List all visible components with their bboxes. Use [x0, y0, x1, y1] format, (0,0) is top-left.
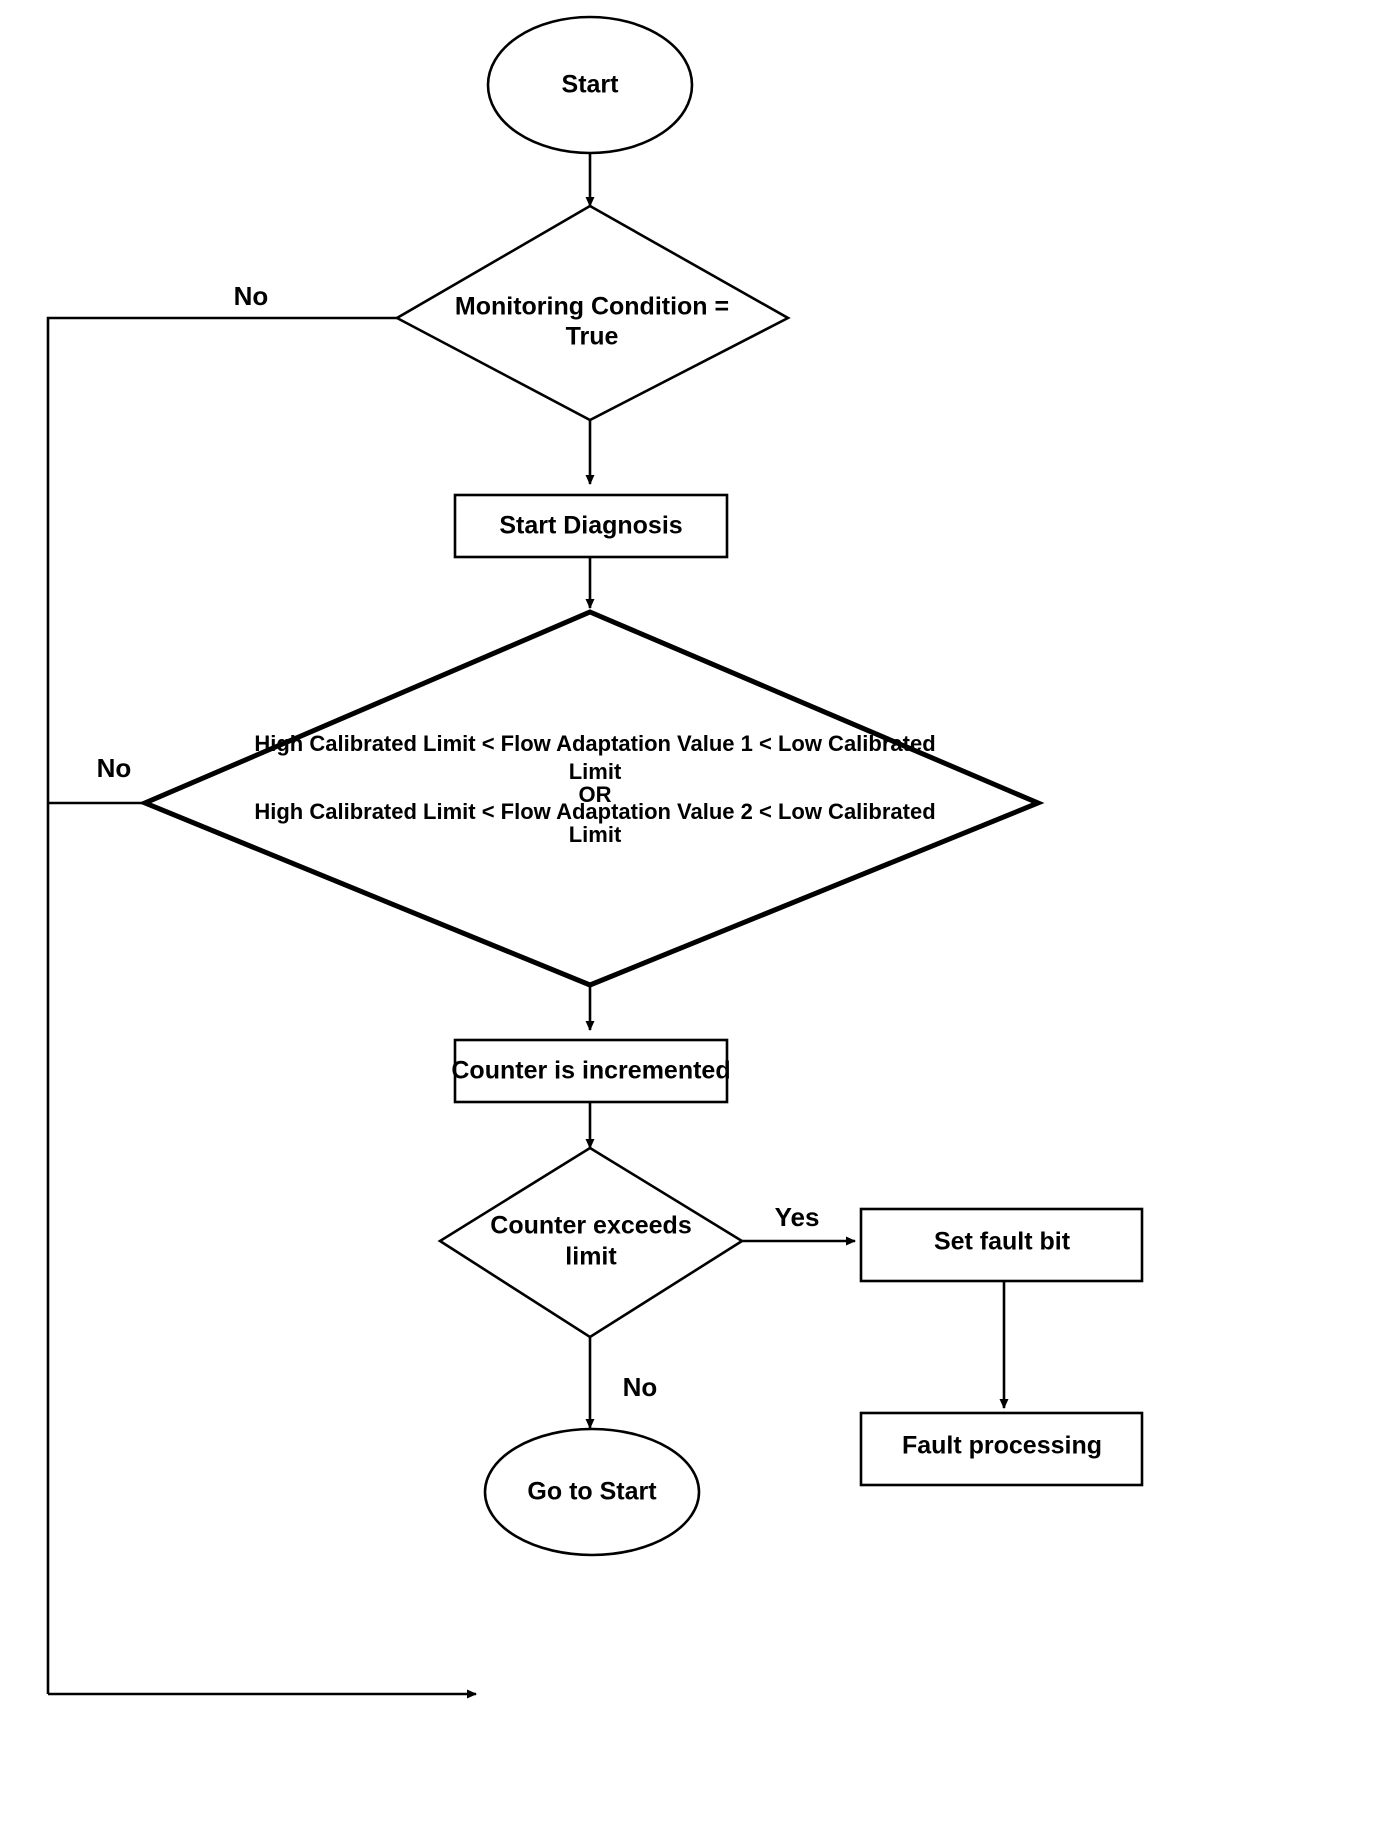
node-counter-exceeds[interactable]: Counter exceeds limit — [437, 1146, 745, 1339]
node-limit-check-label-line4: High Calibrated Limit < Flow Adaptation … — [254, 799, 935, 824]
edge-label-limit-no: No — [97, 753, 132, 783]
node-set-fault-bit-label: Set fault bit — [934, 1228, 1071, 1256]
node-start-label: Start — [562, 71, 620, 99]
node-start-diagnosis-label: Start Diagnosis — [499, 512, 682, 540]
node-limit-check[interactable]: High Calibrated Limit < Flow Adaptation … — [138, 609, 1045, 988]
node-start[interactable]: Start — [486, 15, 694, 155]
svg-text:Yes: Yes — [775, 1202, 820, 1232]
node-counter-increment-label: Counter is incremented — [451, 1057, 730, 1085]
svg-text:No: No — [97, 753, 132, 783]
node-start-diagnosis[interactable]: Start Diagnosis — [453, 493, 729, 559]
node-monitoring-condition-label-line2: True — [566, 323, 619, 351]
node-fault-processing-label: Fault processing — [902, 1432, 1102, 1460]
node-go-to-start-label: Go to Start — [527, 1478, 657, 1506]
edge-label-monitoring-no: No — [234, 281, 269, 311]
node-limit-check-label-line5: Limit — [569, 822, 622, 847]
node-go-to-start[interactable]: Go to Start — [483, 1427, 701, 1557]
svg-text:No: No — [234, 281, 269, 311]
node-counter-exceeds-label-line1: Counter exceeds — [490, 1212, 691, 1240]
node-limit-check-label-line3: OR — [579, 782, 612, 807]
node-set-fault-bit[interactable]: Set fault bit — [859, 1207, 1144, 1283]
svg-text:No: No — [623, 1372, 658, 1402]
edge-monitoring-no-to-rail — [46, 316, 397, 1694]
node-counter-exceeds-label-line2: limit — [565, 1243, 617, 1271]
node-fault-processing[interactable]: Fault processing — [859, 1411, 1144, 1487]
node-monitoring-condition[interactable]: Monitoring Condition = True — [394, 204, 791, 422]
edge-label-counter-no: No — [623, 1372, 658, 1402]
node-limit-check-label-line2: Limit — [569, 759, 622, 784]
node-monitoring-condition-label-line1: Monitoring Condition = — [455, 293, 729, 321]
edge-label-counter-yes: Yes — [775, 1202, 820, 1232]
node-counter-increment[interactable]: Counter is incremented — [451, 1038, 731, 1104]
node-limit-check-label-line1: High Calibrated Limit < Flow Adaptation … — [254, 731, 935, 756]
